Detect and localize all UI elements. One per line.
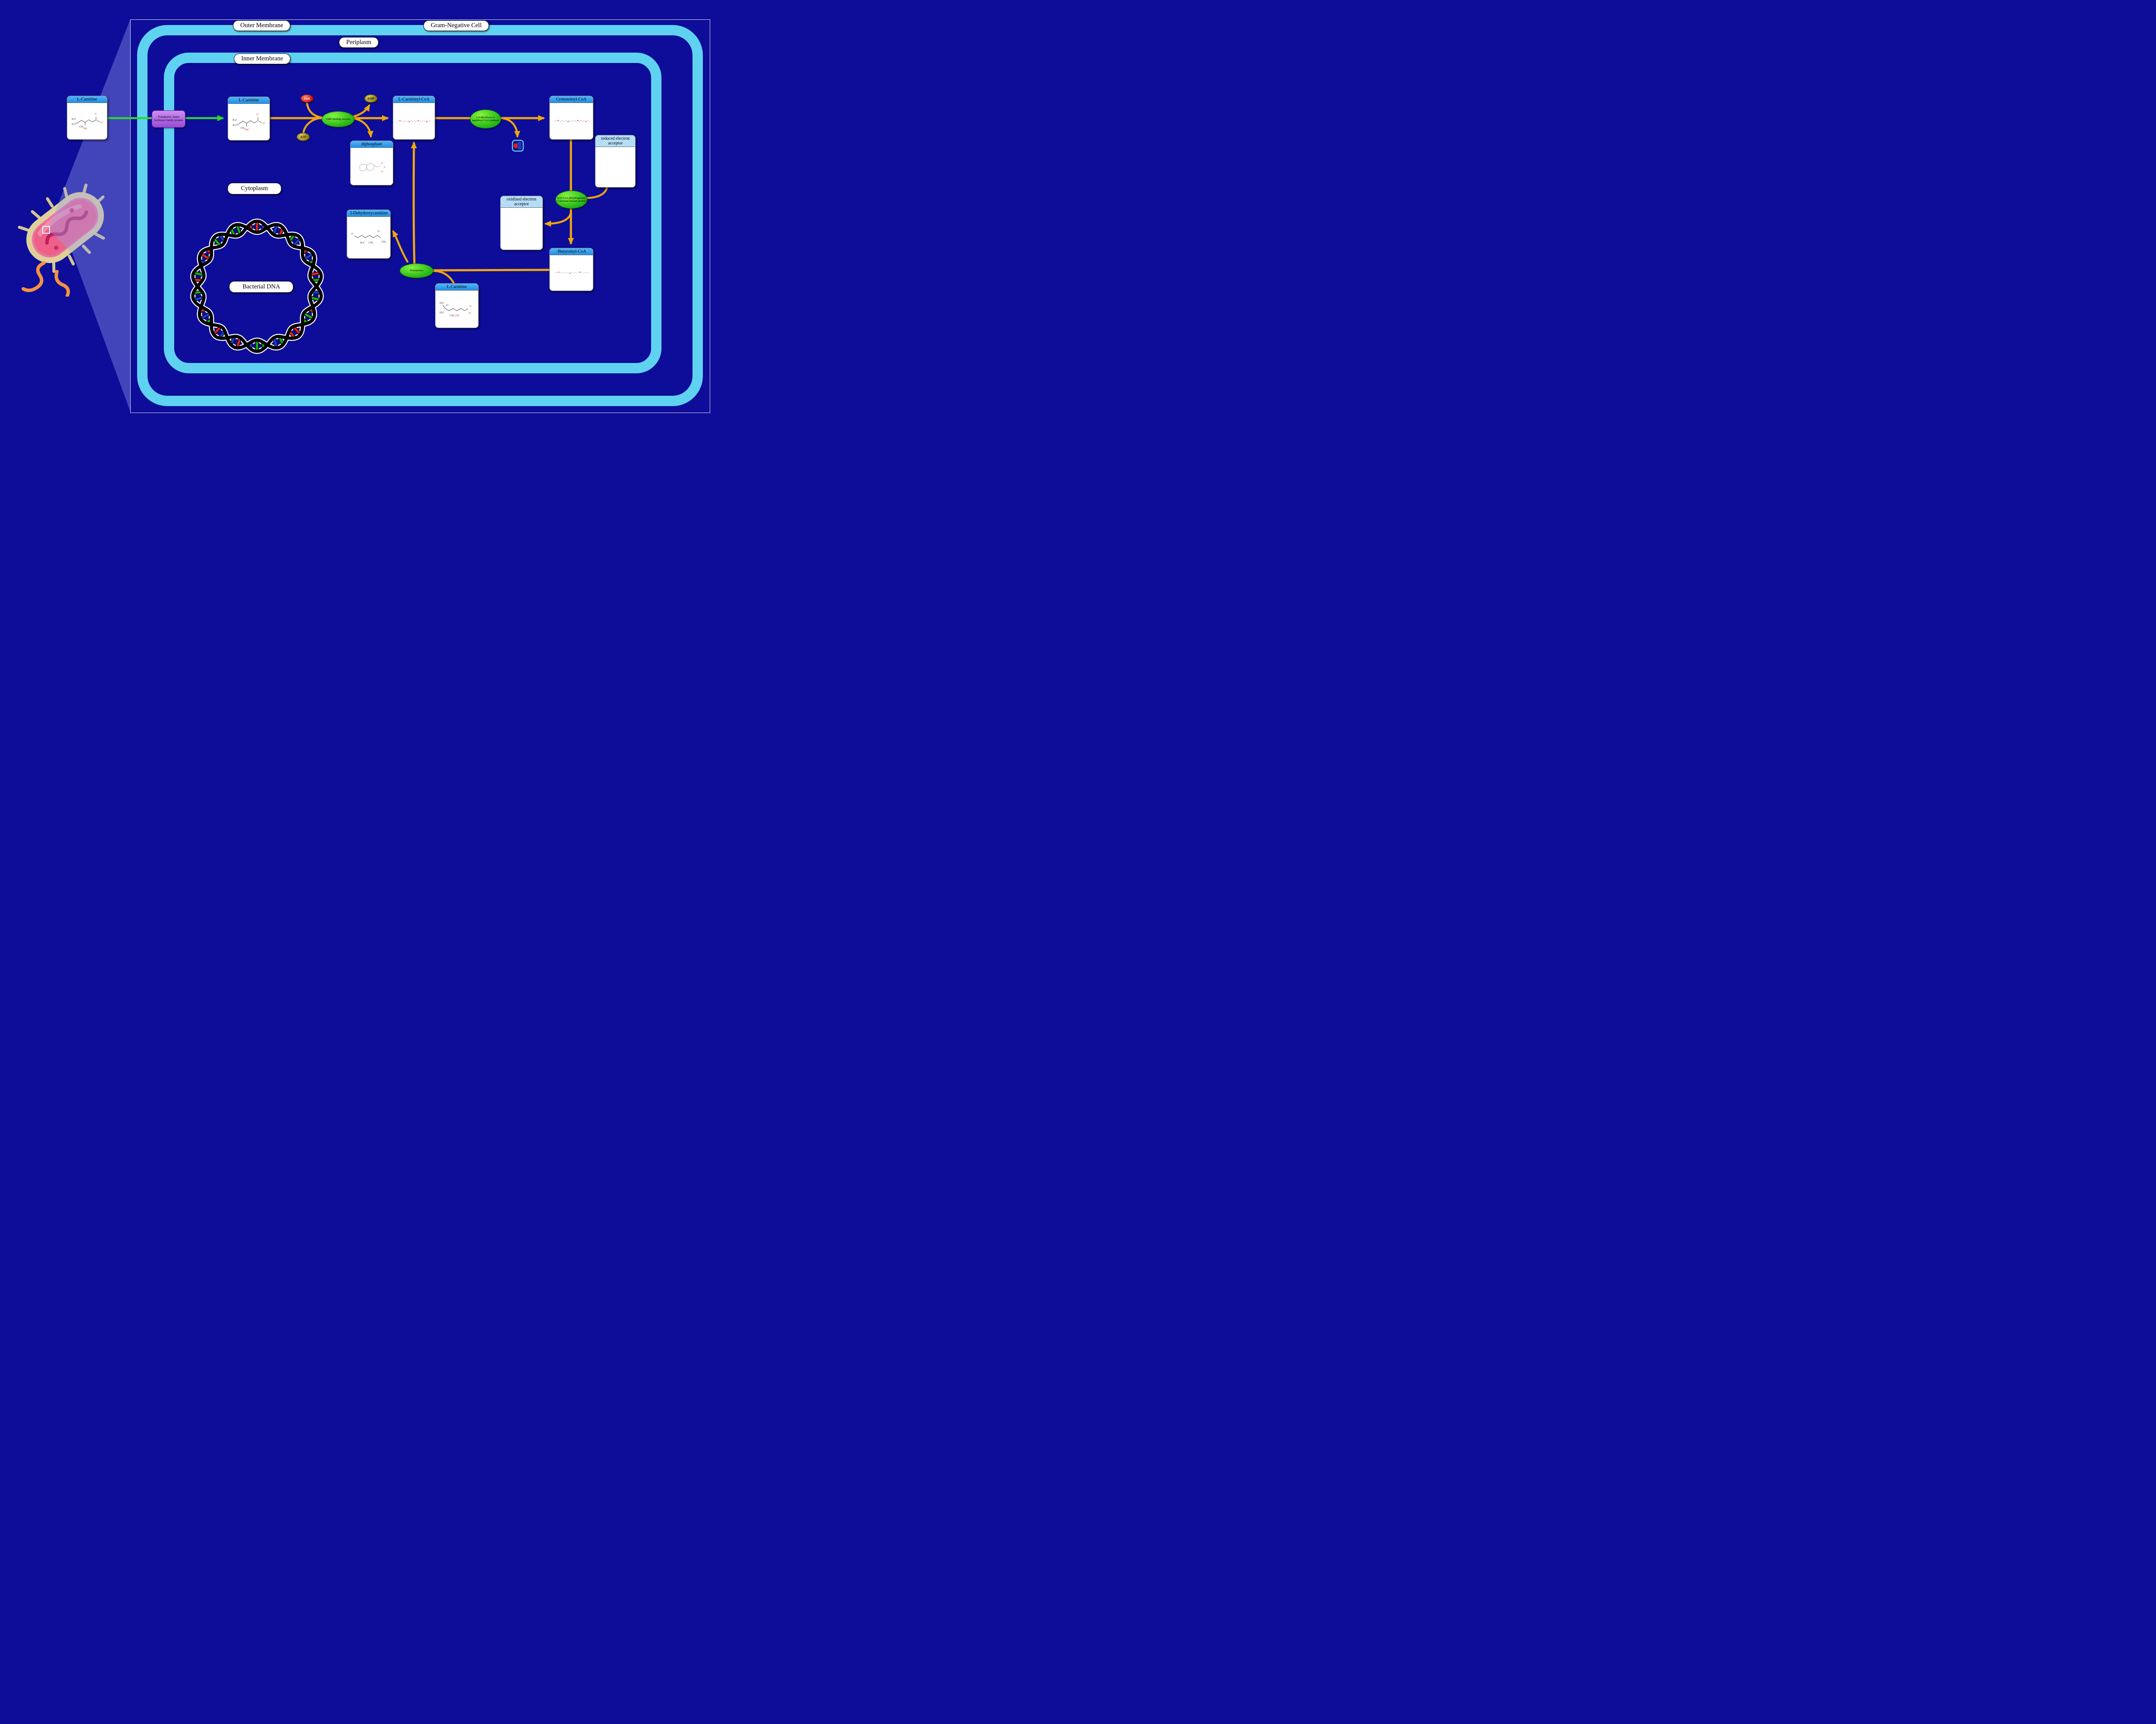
metabolite-3-dehydroxycarnitine: 3-Dehydroxycarnitine O N⁺ CH₃ CH₃ H₃C — [347, 210, 391, 259]
transporter-mfs: Transporter, major facilitator family pr… — [152, 110, 185, 128]
svg-text:O: O — [381, 171, 383, 173]
zoom-region-marker — [42, 226, 50, 234]
enzyme-transposase: Transposase — [400, 263, 433, 278]
cofactor-coa: CoA — [301, 94, 313, 103]
svg-text:O⁻: O⁻ — [263, 122, 266, 125]
metabolite-label: Crotonoinyl-CoA — [550, 96, 593, 103]
cell-boundary-frame — [130, 19, 710, 413]
metabolite-reduced-electron-acceptor: reduced electron acceptor — [595, 135, 636, 188]
svg-text:CH₃: CH₃ — [369, 241, 373, 244]
arrow-oxidized-out — [544, 207, 572, 227]
arrow-to-dehydroxycarnitine — [392, 230, 409, 263]
svg-text:P: P — [384, 167, 385, 169]
metabolite-l-carnitinyl-coa: L-Carnitinyl-CoA — [393, 96, 435, 140]
svg-text:O⁻: O⁻ — [469, 312, 472, 315]
molecule-structure — [554, 272, 589, 274]
molecule-structure: O N⁺ CH₃ CH₃ H₃C — [351, 230, 386, 244]
metabolite-crotonoinyl-coa: Crotonoinyl-CoA — [549, 96, 593, 140]
cofactor-amp: AMP — [364, 94, 377, 103]
flagella — [22, 261, 70, 297]
bacterial-dna-plasmid — [184, 213, 330, 360]
svg-text:O: O — [257, 113, 259, 116]
arrow-carnitine-to-transposase — [431, 270, 455, 284]
svg-text:N⁺: N⁺ — [377, 230, 381, 233]
label-inner-membrane: Inner Membrane — [234, 53, 291, 64]
svg-text:O: O — [381, 163, 383, 165]
pathway-diagram: Outer Membrane Gram-Negative Cell Peripl… — [0, 0, 722, 431]
svg-text:H₃C: H₃C — [232, 124, 237, 127]
metabolite-label: L-Carnitine — [436, 284, 478, 291]
label-periplasm: Periplasm — [339, 37, 379, 48]
svg-text:OH: OH — [83, 128, 87, 130]
svg-text:H₃C: H₃C — [440, 311, 445, 314]
label-cytoplasm: Cytoplasm — [227, 183, 282, 194]
metabolite-label: diphosphate — [351, 141, 393, 148]
metabolite-butyroinyl-coa: -Butyroinyl-CoA — [549, 248, 593, 291]
svg-text:H₃C: H₃C — [72, 123, 76, 126]
svg-text:O: O — [351, 232, 354, 235]
enzyme-naphthoyl-coa-synthase: 1,4-dihydroxy-2-naphthoyl-CoA synthase — [470, 110, 501, 128]
label-bacterial-dna: Bacterial DNA — [229, 281, 294, 293]
molecule-structure — [397, 120, 431, 122]
svg-text:N⁺: N⁺ — [446, 304, 449, 307]
metabolite-label: -Butyroinyl-CoA — [550, 248, 593, 256]
metabolite-label: reduced electron acceptor — [595, 135, 635, 147]
metabolite-label: L-Carnitinyl-CoA — [393, 96, 435, 103]
metabolite-label: L-Carnitine — [67, 96, 107, 103]
molecule-structure: OPO — [359, 163, 385, 173]
svg-text:O: O — [470, 305, 472, 308]
arrow-coa-in — [306, 102, 324, 119]
metabolite-label: oxidized electron acceptor — [501, 196, 542, 208]
svg-text:O⁻: O⁻ — [100, 121, 103, 124]
enzyme-acyl-coa-dehydrogenase: Acyl-CoA dehydrogenase, C-terminal domai… — [555, 191, 587, 209]
svg-text:H₃C: H₃C — [72, 118, 76, 121]
svg-text:H₃C: H₃C — [440, 301, 445, 304]
arrow-co2-out — [501, 117, 520, 138]
metabolite-oxidized-electron-acceptor: oxidized electron acceptor — [500, 196, 543, 250]
svg-text:N⁺: N⁺ — [75, 122, 78, 125]
metabolite-label: 3-Dehydroxycarnitine — [347, 210, 390, 217]
nucleoid — [45, 210, 88, 245]
arrow-atp-in — [302, 117, 321, 133]
svg-text:H₃C: H₃C — [232, 119, 237, 122]
arrow-diphosphate-out — [351, 117, 373, 138]
svg-text:CH₃: CH₃ — [450, 314, 454, 317]
svg-text:O: O — [94, 113, 97, 116]
metabolite-label: L-Carnitine — [228, 97, 270, 104]
svg-text:OH: OH — [244, 128, 248, 131]
enzyme-amp-binding: AMP-binding enzyme — [322, 111, 354, 127]
bacterium-illustration — [18, 183, 105, 297]
svg-text:CH₃: CH₃ — [381, 240, 386, 243]
cofactor-atp: ATP — [297, 133, 310, 141]
molecule-structure — [554, 120, 589, 122]
label-outer-membrane: Outer Membrane — [233, 20, 291, 31]
co2-molecule-icon — [512, 140, 524, 152]
outer-membrane — [137, 25, 703, 406]
svg-text:CH₃: CH₃ — [79, 125, 83, 128]
svg-text:H₃C: H₃C — [360, 241, 365, 244]
label-gram-negative-cell: Gram-Negative Cell — [423, 20, 489, 31]
svg-text:OH: OH — [455, 314, 460, 317]
svg-text:N⁺: N⁺ — [237, 123, 240, 126]
svg-text:CH₃: CH₃ — [241, 127, 245, 129]
